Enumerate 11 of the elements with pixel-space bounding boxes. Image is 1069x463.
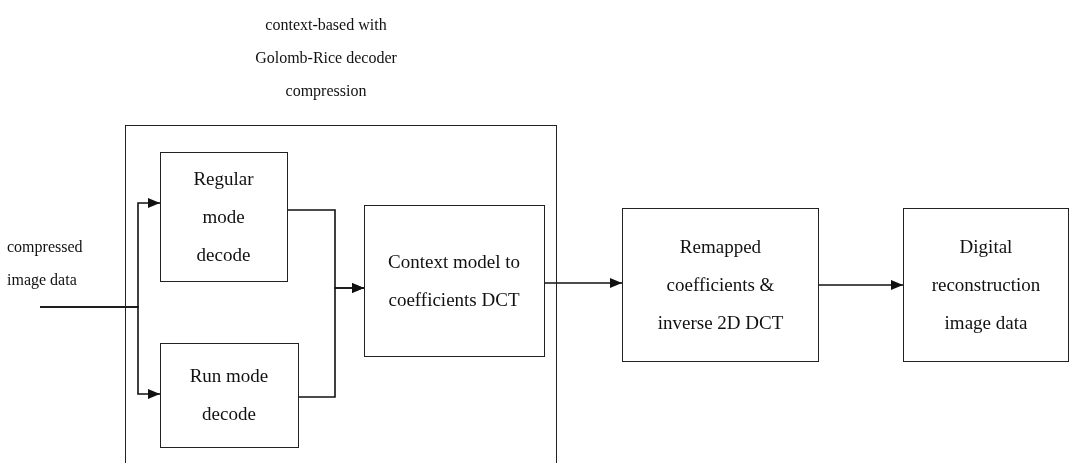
- input-label: compressed image data: [7, 237, 84, 291]
- process-box: Remapped coefficients & inverse 2D DCT: [622, 208, 819, 362]
- process-box: Digital reconstruction image data: [903, 208, 1069, 362]
- arrow: [39, 306, 161, 399]
- arrow: [298, 283, 365, 398]
- arrow: [818, 280, 904, 290]
- process-box: Context model to coefficients DCT: [363, 204, 545, 357]
- process-box: Regular mode decode: [159, 151, 288, 282]
- process-box: Run mode decode: [159, 342, 299, 448]
- group-heading: context-based with Golomb-Rice decoder compression: [254, 15, 398, 102]
- arrow: [544, 278, 623, 288]
